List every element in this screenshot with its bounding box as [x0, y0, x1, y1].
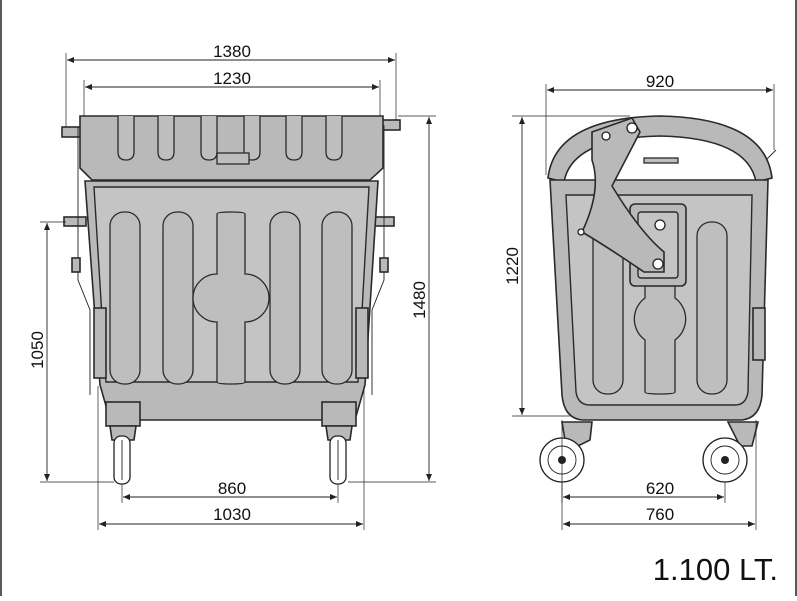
front-right-castor-plate — [321, 401, 357, 427]
lid-rib-1 — [117, 116, 135, 161]
side-lid — [547, 115, 773, 183]
side-pivot-mid-icon — [654, 219, 666, 231]
dim-side-wheel-span: 620 — [646, 479, 674, 498]
side-slot-center — [633, 285, 687, 395]
front-right-rail — [371, 125, 385, 395]
lid-rib-3 — [200, 116, 218, 161]
dim-front-wheel-span: 860 — [218, 479, 246, 498]
front-left-fork — [109, 425, 137, 441]
side-lid-slot — [643, 157, 679, 164]
dim-front-base-width: 1030 — [213, 505, 251, 524]
front-slot-5 — [321, 211, 353, 385]
side-pivot-low-icon — [652, 258, 664, 270]
dim-front-top-width: 1380 — [213, 42, 251, 61]
side-right-fork — [726, 421, 760, 447]
front-slot-4 — [269, 211, 301, 385]
dim-side-height: 1220 — [503, 247, 522, 285]
dim-side-base-width: 760 — [646, 505, 674, 524]
lid-rib-5 — [285, 116, 303, 161]
dim-front-height-total: 1480 — [410, 281, 429, 319]
front-view-container: 1380 1230 1480 1050 860 1030 — [28, 42, 436, 530]
side-pivot-top-icon — [626, 122, 638, 134]
lid-rib-2 — [157, 116, 175, 161]
side-slot-right — [696, 221, 728, 395]
side-view-container: 920 1220 620 760 — [503, 72, 777, 530]
dim-front-height-body: 1050 — [28, 331, 47, 369]
front-left-bracket — [71, 257, 81, 273]
front-right-fork — [325, 425, 353, 441]
lid-rib-6 — [325, 116, 343, 161]
side-pivot-left-icon — [601, 131, 611, 141]
front-lid — [79, 115, 384, 181]
side-pedal-arm — [580, 117, 665, 273]
front-right-bracket — [379, 257, 389, 273]
capacity-caption: 1.100 LT. — [653, 552, 778, 587]
front-left-top-handle — [61, 126, 83, 138]
front-slot-center — [192, 211, 270, 385]
lid-handle — [216, 152, 250, 165]
front-left-castor-plate — [105, 401, 141, 427]
side-right-grip — [752, 307, 766, 361]
front-left-side-grip — [93, 307, 107, 379]
front-left-mid-handle — [63, 216, 87, 227]
front-slot-2 — [162, 211, 194, 385]
dim-front-lid-width: 1230 — [213, 69, 251, 88]
front-left-rail — [77, 127, 91, 395]
front-slot-1 — [109, 211, 141, 385]
dim-side-width: 920 — [646, 72, 674, 91]
front-right-side-grip — [355, 307, 369, 379]
